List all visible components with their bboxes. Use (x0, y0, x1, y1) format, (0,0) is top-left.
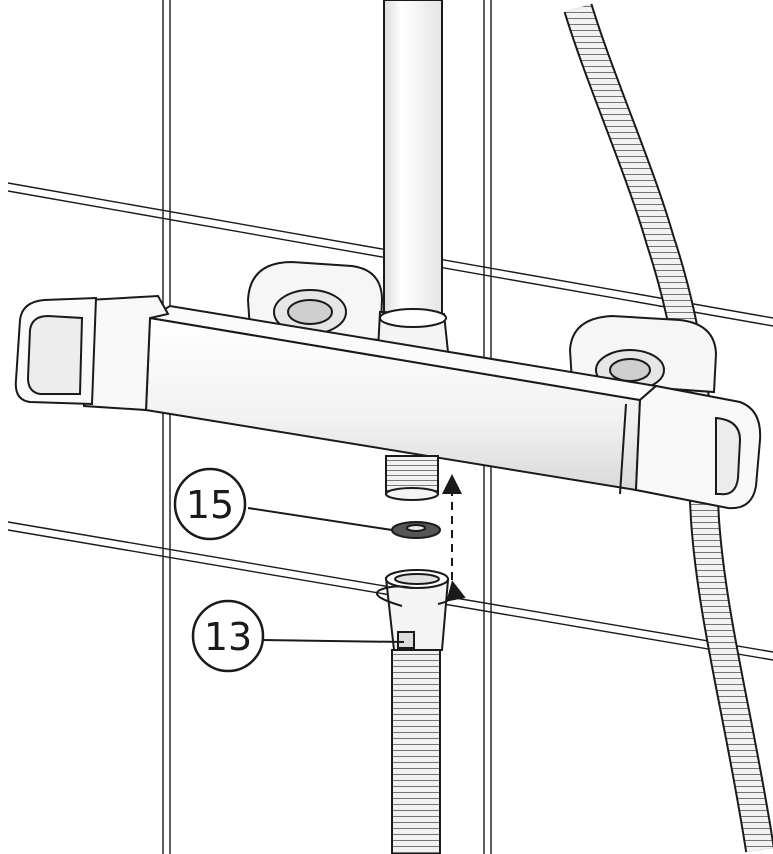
washer (391, 521, 441, 539)
hand-shower-hose (391, 649, 441, 854)
callout-13-label: 13 (204, 615, 252, 659)
wall-bracket-left (246, 260, 384, 342)
hose-nut (384, 569, 450, 651)
wall-bracket-right (568, 314, 718, 394)
callout-13-circle (191, 599, 265, 673)
callout-15-circle (173, 467, 247, 541)
callout-13: 13 (191, 599, 405, 673)
thermostatic-mixer-bar (14, 294, 762, 510)
rotation-arrow (375, 580, 466, 607)
callout-13-leader (261, 639, 405, 643)
riser-pipe (376, 0, 450, 358)
callout-15-label: 15 (186, 483, 234, 527)
callout-15-leader (247, 507, 393, 531)
outlet-thread (385, 455, 439, 501)
callout-15: 15 (173, 467, 393, 541)
